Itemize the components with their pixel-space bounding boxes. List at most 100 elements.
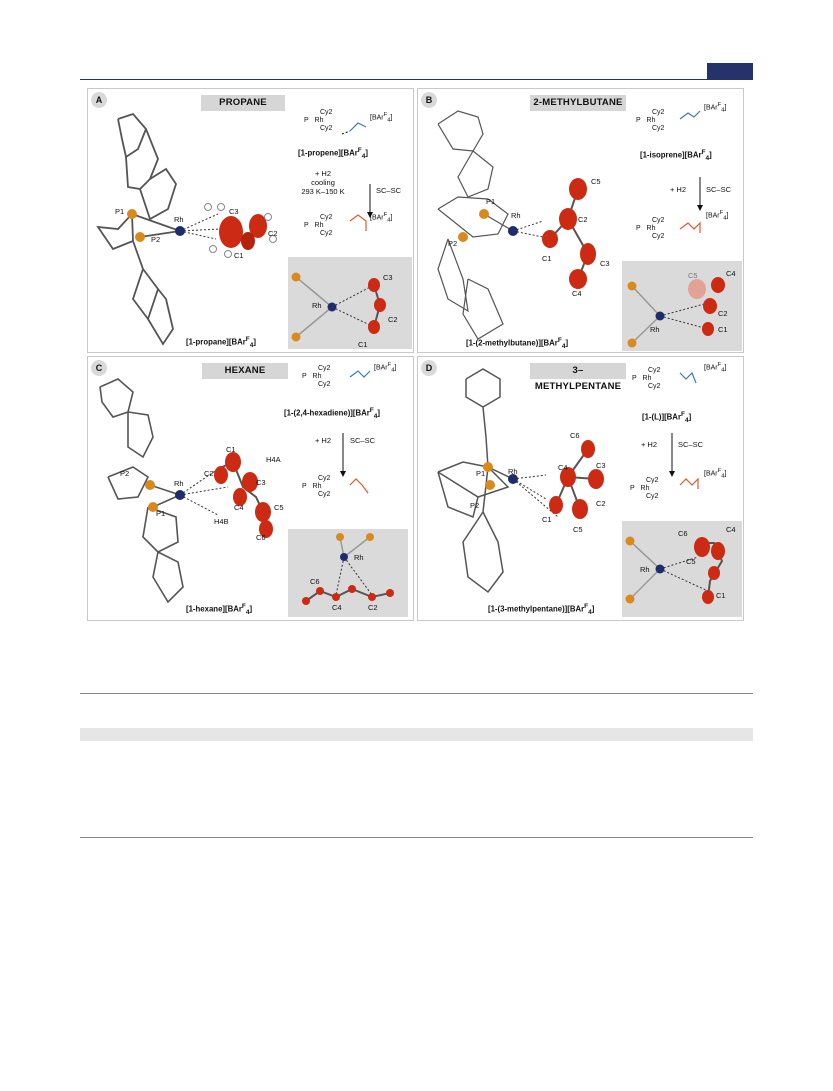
atom-label: Rh: [640, 565, 650, 574]
counterion-text: [BAr: [706, 212, 720, 220]
sub: 4: [561, 343, 566, 351]
atom-label: C1: [234, 251, 244, 260]
atom-label: Rh: [511, 211, 521, 220]
atom-label: C5: [573, 525, 583, 534]
product-structure: Cy2 P Rh Cy2: [636, 217, 664, 241]
p-label: P: [636, 117, 641, 124]
panel-c: C HEXANE P2 P1 Rh C1 H4A C2 C3 C4 C5 H4B…: [87, 356, 414, 621]
atom-label: C5: [591, 177, 601, 186]
counterion-text: [BAr: [704, 104, 718, 112]
condition-line: + H2: [640, 440, 658, 449]
atom-label: C2: [204, 469, 214, 478]
counterion: [BArF4]: [374, 362, 397, 374]
atom-label: C1: [718, 325, 728, 334]
sub: 4: [705, 155, 710, 163]
inset-drawing: [625, 536, 725, 604]
scsc-label: SC–SC: [706, 185, 732, 194]
counterion: [BArF4]: [370, 112, 393, 124]
sup: F: [717, 362, 722, 368]
panel-c-letter: C: [91, 360, 107, 376]
sup: F: [701, 149, 706, 156]
atom-label: C4: [572, 289, 582, 298]
product-structure: Cy2 P Rh Cy2: [630, 477, 658, 501]
cy-label: Cy2: [320, 230, 333, 237]
condition-line: + H2: [314, 436, 332, 445]
rh-label: Rh: [646, 225, 656, 232]
atom-label: C1: [716, 591, 726, 600]
panel-d-drawing: [437, 368, 699, 594]
atom-label: H4A: [266, 455, 281, 464]
rh-label: Rh: [312, 483, 322, 490]
counterion: [BArF4]: [704, 362, 727, 374]
sub: 4: [721, 367, 725, 374]
cy-label: Cy2: [318, 381, 331, 388]
inset-drawing: [302, 533, 394, 605]
product-text: [1-hexane][BAr: [186, 604, 242, 614]
atom-label: C3: [256, 478, 266, 487]
p-label: P: [304, 117, 309, 124]
precursor-structure: Cy2 P Rh Cy2: [302, 365, 330, 389]
atom-label: Rh: [650, 325, 660, 334]
atom-label: C4: [726, 525, 736, 534]
precursor-text: [1-propene][BAr: [298, 148, 358, 158]
atom-label: Rh: [174, 215, 184, 224]
p-label: P: [630, 485, 635, 492]
sup: F: [719, 210, 724, 216]
atom-label: C2: [596, 499, 606, 508]
sub: 4: [684, 417, 689, 425]
figure: A PROPANE P1 P2 Rh C3 C2 C1 Cy2 P Rh Cy2…: [87, 88, 745, 624]
panel-c-title: HEXANE: [202, 363, 288, 379]
rh-label: Rh: [642, 375, 652, 382]
precursor-name: [1-isoprene][BArF4]: [640, 149, 712, 163]
condition-line: 293 K–150 K: [301, 187, 345, 196]
counterion-text: [BAr: [704, 364, 718, 372]
sub: 4: [373, 413, 378, 421]
panel-b: B 2-METHYLBUTANE P1 P2 Rh C5 C2 C1 C3 C4…: [417, 88, 744, 353]
table-header-band: [80, 728, 753, 741]
cy-label: Cy2: [320, 125, 333, 132]
table-bottom-rule: [80, 837, 753, 838]
cy-label: Cy2: [318, 475, 331, 482]
atom-label: C6: [570, 431, 580, 440]
sub: 4: [721, 473, 725, 480]
atom-label: C4: [726, 269, 736, 278]
product-name: [1-(2-methylbutane)][BArF4]: [466, 337, 569, 351]
inset-view: Rh C6 C4 C2: [288, 529, 408, 617]
cy-label: Cy2: [652, 233, 665, 240]
table-top-rule: [80, 693, 753, 694]
atom-label: C4: [332, 603, 342, 612]
atom-label: C6: [256, 533, 266, 542]
rh-label: Rh: [312, 373, 322, 380]
condition-line: + H2: [669, 185, 687, 194]
cy-label: Cy2: [646, 477, 659, 484]
conditions: + H2: [306, 436, 340, 445]
atom-label: C6: [310, 577, 320, 586]
atom-label: C3: [596, 461, 606, 470]
counterion: [BArF4]: [370, 212, 393, 224]
sub: 4: [721, 107, 725, 114]
sup: F: [680, 411, 685, 418]
atom-label: H4B: [214, 517, 229, 526]
panel-a-drawing: [96, 112, 373, 346]
header-tab: [707, 63, 753, 79]
panel-d-title: 3–METHYLPENTANE: [530, 363, 626, 392]
precursor-name: [1-(2,4-hexadiene)][BArF4]: [284, 407, 380, 421]
rh-label: Rh: [314, 222, 324, 229]
product-name: [1-propane][BArF4]: [186, 336, 256, 350]
atom-label: P1: [486, 197, 496, 206]
atom-label: P2: [448, 239, 458, 248]
atom-label: C1: [542, 515, 552, 524]
sub: 4: [245, 609, 250, 617]
atom-label: C3: [229, 207, 239, 216]
conditions: + H2 cooling 293 K–150 K: [288, 169, 358, 196]
atom-label: C3: [600, 259, 610, 268]
panel-b-letter: B: [421, 92, 437, 108]
sup: F: [245, 336, 250, 343]
atom-label: Rh: [312, 301, 322, 310]
inset-view: C6 C4 Rh C5 C1: [622, 521, 742, 617]
cy-label: Cy2: [652, 125, 665, 132]
counterion-text: [BAr: [370, 114, 384, 122]
cy-label: Cy2: [652, 217, 665, 224]
scsc-label: SC–SC: [678, 440, 704, 449]
atom-label: C4: [558, 463, 568, 472]
